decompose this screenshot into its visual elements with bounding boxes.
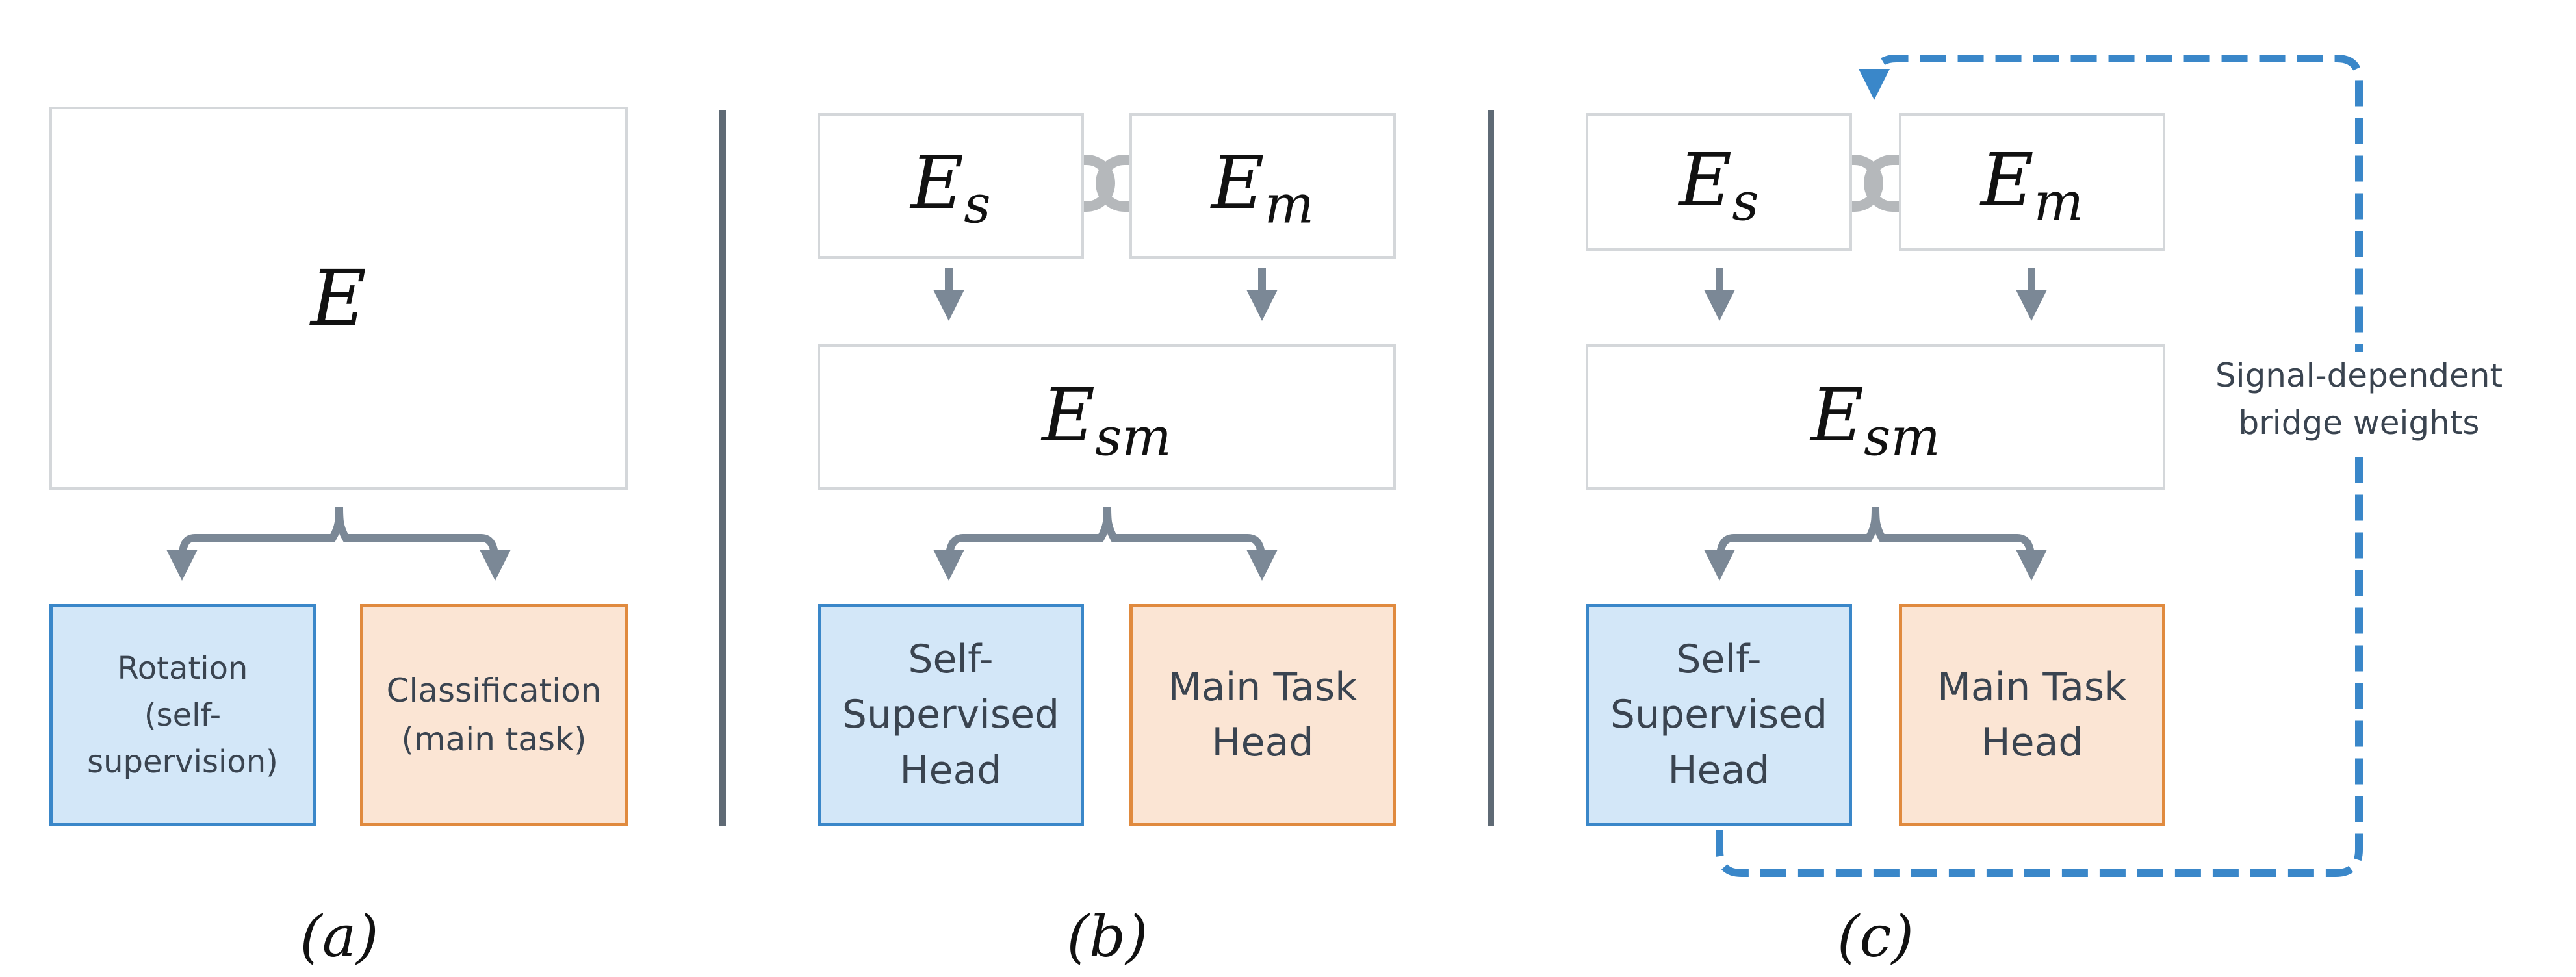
encoder-sm-label-c: Esm — [1810, 374, 1940, 468]
encoder-m-label-b: Em — [1211, 141, 1315, 236]
self-supervised-head-b: Self- Supervised Head — [818, 604, 1084, 826]
encoder-s-label-b: Es — [910, 141, 991, 236]
feedback-label: Signal-dependent bridge weights — [2190, 352, 2528, 446]
feedback-loop — [1716, 55, 2363, 877]
split-connector-a — [166, 506, 511, 581]
rotation-head-a: Rotation (self- supervision) — [49, 604, 316, 826]
split-connector-c — [1704, 506, 2047, 581]
encoder-m-label-c: Em — [1980, 138, 2084, 233]
encoder-sm-label-b: Esm — [1042, 374, 1172, 468]
encoder-m-box-c — [1899, 113, 2165, 251]
encoder-m-box-b — [1129, 113, 1396, 259]
encoder-label-a: E — [310, 253, 367, 343]
split-connector-b — [933, 506, 1278, 581]
encoder-s-box-c — [1586, 113, 1852, 251]
caption-b: (b) — [1066, 903, 1148, 970]
self-supervised-head-c: Self- Supervised Head — [1586, 604, 1852, 826]
caption-c: (c) — [1837, 903, 1914, 970]
encoder-s-label-c: Es — [1679, 138, 1759, 233]
classification-head-a: Classification (main task) — [360, 604, 628, 826]
encoder-sm-box-b — [818, 344, 1396, 490]
encoder-s-box-b — [818, 113, 1084, 259]
main-task-head-b: Main Task Head — [1129, 604, 1396, 826]
encoder-box-a — [49, 107, 628, 490]
main-task-head-c: Main Task Head — [1899, 604, 2165, 826]
caption-a: (a) — [300, 903, 379, 970]
encoder-sm-box-c — [1586, 344, 2165, 490]
